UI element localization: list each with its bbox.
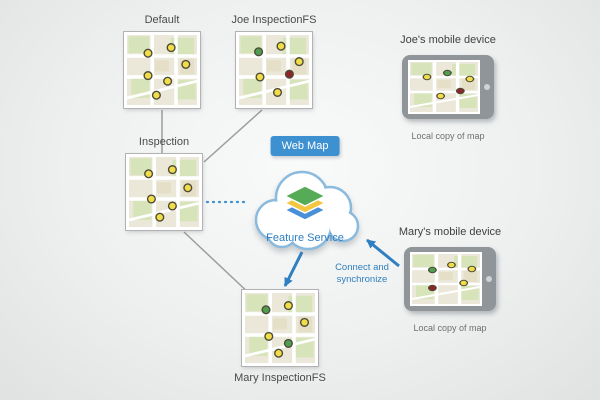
arrow-marydevice-to-cloud [366, 238, 400, 268]
map-thumbnail-mary-inspectionfs [245, 293, 315, 363]
tablet-camera-icon [484, 84, 490, 90]
map-thumbnail-mary-device [412, 254, 480, 304]
tablet-camera-icon [486, 276, 492, 282]
map-joe-inspectionfs [235, 31, 313, 109]
mary-tablet [404, 247, 496, 311]
joe-device-title: Joe's mobile device [400, 34, 496, 46]
arrow-cloud-to-maryfs [283, 251, 304, 287]
line-inspection-maryfs [183, 231, 253, 297]
joe-tablet-screen [408, 60, 480, 114]
map-thumbnail-joe-inspectionfs [239, 35, 309, 105]
node-default: Default [123, 14, 232, 109]
joe-tablet [402, 55, 494, 119]
node-default-label: Default [144, 14, 180, 26]
node-joe-inspectionfs-label: Joe InspectionFS [231, 14, 317, 26]
mary-tablet-screen [410, 252, 482, 306]
map-thumbnail-joe-device [410, 62, 478, 112]
mary-device-caption: Local copy of map [413, 323, 487, 333]
joe-device-caption: Local copy of map [411, 131, 485, 141]
line-joefs-inspection [203, 109, 263, 163]
map-mary-inspectionfs [241, 289, 319, 367]
node-inspection: Inspection [125, 136, 234, 231]
mary-device-title: Mary's mobile device [398, 226, 502, 238]
map-inspection [125, 153, 203, 231]
map-thumbnail-inspection [129, 157, 199, 227]
web-map-badge: Web Map [270, 136, 340, 156]
feature-service-cloud: Feature Service [254, 170, 360, 251]
node-joe-inspectionfs: Joe InspectionFS [232, 14, 344, 109]
feature-service-label: Feature Service [266, 232, 344, 244]
joe-device-group: Joe's mobile device Local copy of map [378, 34, 518, 141]
node-inspection-label: Inspection [138, 136, 190, 148]
mary-device-group: Mary's mobile device Local copy of map [380, 226, 520, 333]
node-mary-inspectionfs-label: Mary InspectionFS [234, 372, 326, 384]
connect-synchronize-label: Connect and synchronize [335, 262, 389, 286]
node-mary-inspectionfs: Mary InspectionFS [234, 289, 350, 384]
map-thumbnail-default [127, 35, 197, 105]
map-default [123, 31, 201, 109]
layers-icon [283, 185, 327, 221]
